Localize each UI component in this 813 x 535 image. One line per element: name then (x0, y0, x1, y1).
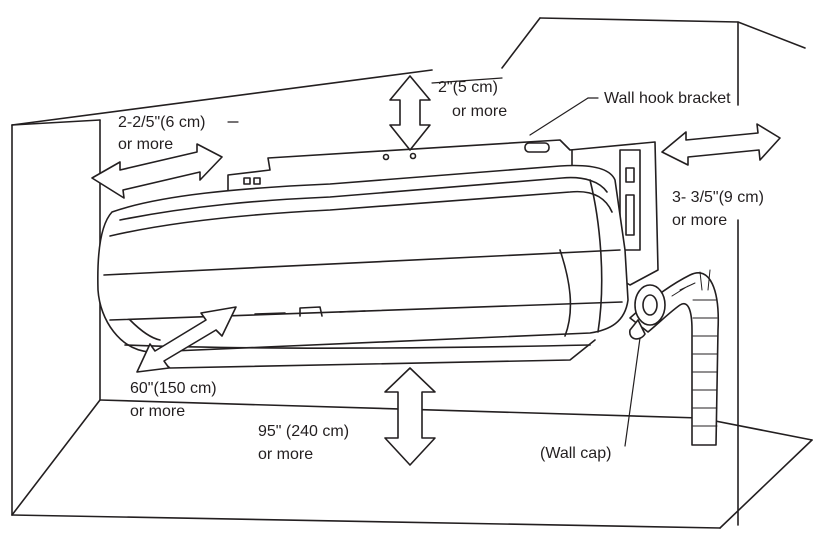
wall-hook-bracket-label: Wall hook bracket (604, 90, 731, 107)
room-ceiling-right-edge (539, 17, 806, 49)
right-clearance-value-label: 3- 3/5"(9 cm) (672, 189, 764, 206)
unit-top-line (119, 176, 608, 221)
front-clearance-value-label: 60"(150 cm) (130, 380, 217, 397)
room-outline (11, 17, 813, 529)
unit-front-panel-line (109, 190, 613, 237)
labels: 2-2/5"(6 cm) or more 2"(5 cm) or more Wa… (118, 79, 764, 463)
indoor-unit (97, 164, 629, 369)
right-clearance-arrow (661, 123, 781, 166)
floor-clearance-value-label: 95" (240 cm) (258, 423, 349, 440)
room-floor-left-edge (11, 399, 101, 516)
top-clearance-note-label: or more (452, 103, 507, 120)
front-clearance-arrow (136, 306, 237, 373)
room-floor-front-edge (11, 514, 721, 529)
floor-clearance-arrow (384, 367, 436, 466)
top-clearance-value-label: 2"(5 cm) (438, 79, 498, 96)
wall-cap-label: (Wall cap) (540, 445, 611, 462)
leader-lines (227, 77, 641, 447)
room-ceiling-seam (501, 17, 541, 69)
left-clearance-value-label: 2-2/5"(6 cm) (118, 114, 205, 131)
left-clearance-note-label: or more (118, 136, 173, 153)
unit-body (97, 164, 629, 353)
top-clearance-arrow (389, 75, 431, 151)
room-ceiling-left-edge (11, 69, 433, 126)
front-clearance-note-label: or more (130, 403, 185, 420)
room-floor-right-back-edge (699, 417, 813, 441)
clearance-arrows (91, 75, 781, 466)
left-clearance-arrow (91, 143, 223, 199)
right-clearance-note-label: or more (672, 212, 727, 229)
wall-cap (629, 284, 666, 340)
unit-lower-line (109, 301, 623, 321)
room-floor-right-edge (719, 439, 813, 529)
floor-clearance-note-label: or more (258, 446, 313, 463)
unit-mid-line (103, 249, 621, 276)
room-ceiling-back-left-edge (11, 119, 101, 126)
